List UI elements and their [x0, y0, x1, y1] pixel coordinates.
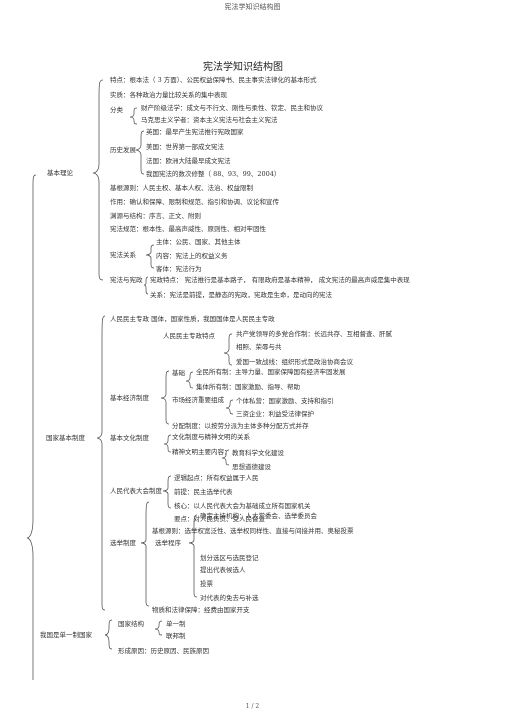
- text-line: 美国：世界第一部成文宪法: [146, 143, 224, 151]
- text-line: 前提：民主选举代表: [174, 488, 233, 496]
- page-title: 宪法学知识结构图: [203, 62, 283, 73]
- text-line: 马克思主义学者：资本主义宪法与社会主义宪法: [141, 116, 278, 124]
- text-line: 历史发展: [110, 146, 136, 154]
- text-line: 选举制度: [110, 539, 136, 547]
- text-line: 教育科学文化建设: [232, 449, 284, 457]
- section-label: 国家基本制度: [46, 434, 85, 442]
- text-line: 关系：宪法是前提，是静态的宪政，宪政是生命，是动向的宪法: [150, 291, 332, 299]
- page-header: 宪法学知识结构图: [224, 3, 281, 11]
- text-line: 人民代表大会制度: [110, 487, 162, 495]
- text-line: 基础: [172, 369, 185, 377]
- page-number: 1 / 2: [245, 703, 260, 710]
- text-line: 相照、荣辱与共: [236, 343, 282, 351]
- text-line: 投票: [200, 580, 213, 588]
- text-line: 文化制度与精神文明的关系: [172, 433, 250, 441]
- text-line: 分类: [110, 106, 123, 114]
- text-line: 人民民主专政特点: [163, 332, 215, 340]
- text-line: 爱国一致战线：组织形式是政治协商会议: [236, 358, 353, 366]
- text-line: 共产党领导的多党合作制：长远共存、互相督查、肝腻: [236, 330, 392, 338]
- text-line: 对代表的免去与补选: [200, 594, 259, 602]
- text-line: 客体：宪法行为: [156, 265, 202, 273]
- text-line: 逻辑起点：所有权益属于人民: [174, 474, 259, 482]
- text-line: 法国：欧洲大陆最早成文宪法: [146, 157, 231, 165]
- text-line: 宪法关系: [110, 251, 136, 259]
- text-line: 物质和法律保障：经费由国家开支: [152, 606, 250, 614]
- text-line: 英国：最早产生宪法推行宪政国家: [146, 128, 244, 136]
- text-line: 形成原因：历史原因、民族原因: [118, 647, 209, 655]
- section-label: 我国是单一制国家: [40, 631, 92, 639]
- text-line: 基本经济制度: [110, 394, 149, 402]
- text-line: 宪法规范：根本性、最高声威性、原则性、相对牢固性: [110, 225, 266, 233]
- text-line: 基本文化制度: [110, 434, 149, 442]
- text-line: 个体私营：国家激励、支持和指引: [236, 397, 334, 405]
- text-line: 提出代表候选人: [200, 566, 246, 574]
- text-line: 思想道德建设: [232, 463, 271, 471]
- text-line: 基根源则：人民主权、基本人权、法治、权益限制: [110, 184, 253, 192]
- text-line: 联邦制: [166, 632, 186, 640]
- text-line: 三资企业：利益受法律保护: [236, 410, 314, 418]
- text-line: 内容：宪法上的权益义务: [156, 252, 228, 260]
- text-line: 分配制度：以按劳分派为主体多种分配方式并存: [172, 422, 309, 430]
- text-line: 渊源与结构：序言、正文、附则: [110, 212, 201, 220]
- text-line: 单一制: [166, 620, 186, 628]
- text-line: 全民所有制：主导力量、国家保障国有经济牢固发展: [196, 368, 346, 376]
- text-line: 人民民主专政 国体，国家性质，我国国体是人民民主专政: [110, 315, 275, 323]
- text-line: 宪法与宪政: [110, 276, 143, 284]
- text-line: 集体所有制：国家激励、指导、帮助: [196, 383, 300, 391]
- text-line: 作用：确认和保障、限制和规范、指引和协调、议论和宣传: [110, 198, 279, 206]
- section-label: 基本理论: [47, 169, 73, 177]
- text-line: 基根源则：选举权宽泛性、选举权同样性、直接与间接并用、奥秘投票: [152, 527, 354, 535]
- text-line: 核心：以人民代表大会为基础成立所有国家机关: [174, 502, 311, 510]
- text-line: 宪政特点： 宪法推行是基本路子， 有限政府是基本精神， 成文宪法的最高声威是集中…: [150, 276, 410, 284]
- text-line: 我国宪法的数次修整（ 88、93、99、2004）: [146, 170, 281, 178]
- text-line: 国家结构: [118, 620, 144, 628]
- text-line: 财产阶级法学：成文与不行文、刚性与柔性、钦定、民主和协议: [141, 104, 323, 112]
- text-line: 主体：公民、国家、其他主体: [156, 238, 241, 246]
- text-line: 选举程序: [155, 539, 181, 547]
- text-line: 要点：对人民负责、受人民督查: [174, 515, 265, 523]
- text-line: 市场经济重要组成: [172, 396, 224, 404]
- text-line: 划分选区与选民登记: [200, 554, 259, 562]
- text-line: 精神文明主要内容：: [172, 448, 231, 456]
- text-line: 特点：根本法（ 3 方面）、公民权益保障书、民主事实法律化的基本形式: [110, 76, 317, 84]
- text-line: 确定主持机构：人大常委会、选举委员会: [200, 512, 317, 520]
- text-line: 实质：各种政治力量比较关系的集中表现: [110, 91, 227, 99]
